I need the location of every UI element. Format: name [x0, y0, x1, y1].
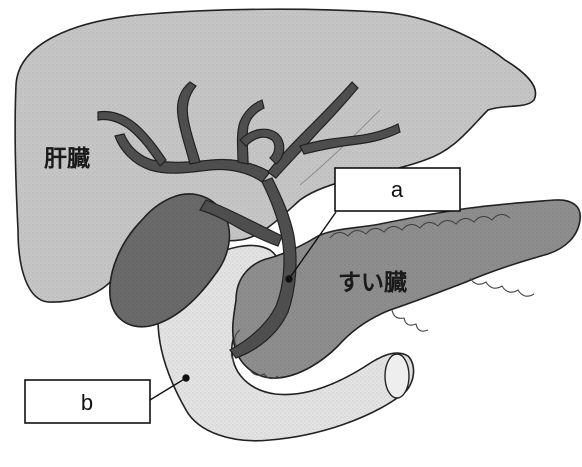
callout-b-label: b — [81, 390, 93, 415]
liver-label: 肝臓 — [44, 146, 90, 172]
duodenum-opening — [385, 354, 409, 398]
pancreas-label: すい臓 — [338, 270, 407, 296]
callout-box-a: a — [335, 168, 460, 211]
callout-a-label: a — [391, 177, 404, 202]
callout-box-b: b — [25, 380, 150, 423]
leader-b-dot — [183, 375, 189, 381]
leader-a-dot — [286, 276, 292, 282]
